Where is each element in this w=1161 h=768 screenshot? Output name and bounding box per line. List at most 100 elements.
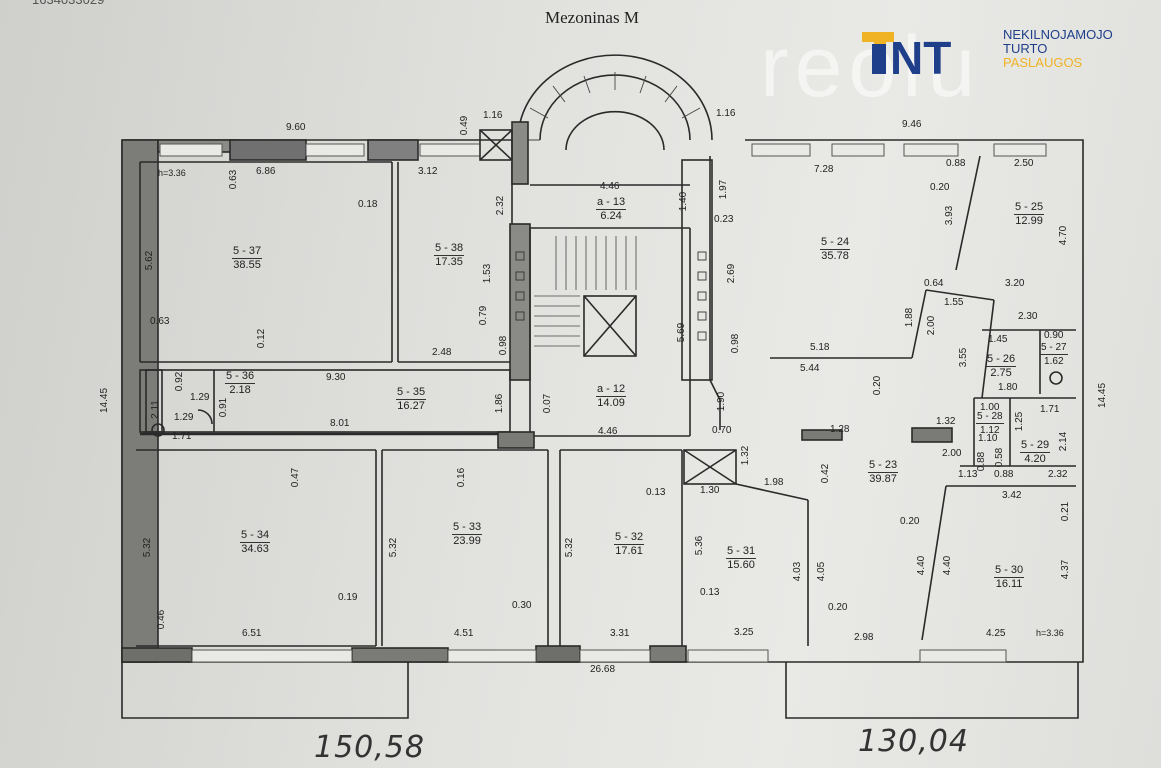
dimension-label: 2.32	[495, 195, 507, 216]
dimension-label: 7.28	[814, 164, 834, 175]
dimension-label: 5.32	[142, 537, 154, 558]
dimension-label: 0.63	[228, 169, 240, 190]
dimension-label: 0.13	[700, 587, 720, 598]
dimension-label: 1.90	[716, 391, 728, 412]
dimension-label: 0.98	[498, 335, 510, 356]
dimension-label: 1.40	[678, 191, 690, 212]
dimension-label: 4.25	[986, 628, 1006, 639]
dimension-label: 0.88	[946, 158, 966, 169]
dimension-label: 2.00	[942, 448, 962, 459]
dimension-label: 14.45	[1097, 382, 1109, 409]
dimension-label: 5.62	[144, 250, 156, 271]
page-title: Mezoninas M	[545, 8, 639, 27]
dimension-label: 0.20	[872, 375, 884, 396]
dimension-label: 1.29	[190, 392, 210, 403]
dimension-label: 1.97	[718, 179, 730, 200]
dimension-label: 1.86	[494, 393, 506, 414]
dimension-label: 4.37	[1060, 559, 1072, 580]
dimension-label: 2.32	[1048, 469, 1068, 480]
dimension-label: 2.69	[726, 263, 738, 284]
dimension-label: 3.93	[944, 205, 956, 226]
dimension-label: 2.11	[149, 400, 161, 419]
dimension-label: 3.55	[958, 347, 970, 368]
dimension-label: 1.71	[1040, 404, 1060, 415]
dimension-label: 4.03	[792, 561, 804, 582]
dimension-label: 0.98	[730, 333, 742, 354]
dimension-label: 2.00	[926, 315, 938, 336]
dimension-label: 4.05	[816, 561, 828, 582]
dimension-label: 2.48	[432, 347, 452, 358]
dimension-label: 26.68	[590, 664, 616, 675]
dimension-label: 1.55	[944, 297, 964, 308]
dimension-label: 9.46	[902, 119, 922, 130]
dimension-label: 1.28	[830, 424, 850, 435]
dimension-label: 5.32	[564, 537, 576, 558]
dimension-label: 4.51	[454, 628, 474, 639]
dimension-label: 5.36	[694, 535, 706, 556]
dimension-label: 6.86	[256, 166, 276, 177]
dimension-label: 1.13	[958, 469, 978, 480]
dimension-label: 0.20	[828, 602, 848, 613]
dimension-label: 0.90	[1044, 330, 1064, 341]
dimension-label: 4.46	[600, 181, 620, 192]
dimension-label: 2.30	[1018, 311, 1038, 322]
dimension-label: 0.49	[459, 115, 471, 136]
dimension-label: 8.01	[330, 418, 350, 429]
dimension-label: 1.32	[740, 445, 752, 466]
dimension-label: 0.47	[290, 467, 302, 488]
dimension-label: 4.70	[1058, 225, 1070, 246]
dimension-label: 1.32	[936, 416, 956, 427]
dimension-label: 9.30	[326, 372, 346, 383]
dimension-label: 5.44	[800, 363, 820, 374]
dimension-label: 0.46	[156, 609, 168, 630]
dimension-label: 0.70	[712, 425, 732, 436]
dimension-label: 1.29	[174, 412, 194, 423]
dimension-label: 2.50	[1014, 158, 1034, 169]
dimension-label: 0.07	[542, 393, 554, 414]
dimension-label: 1.30	[700, 485, 720, 496]
dimension-label: 1.80	[998, 382, 1018, 393]
dimension-label: 1.25	[1014, 411, 1026, 432]
dimension-label: 0.42	[820, 463, 832, 484]
dimension-label: 2.98	[854, 632, 874, 643]
dimension-label: 2.14	[1058, 431, 1070, 452]
dimension-label: 0.92	[174, 371, 186, 392]
dimension-label: 3.20	[1005, 278, 1025, 289]
brand-line-3: PASLAUGOS	[1003, 55, 1083, 70]
handwritten-total-right: 130,04	[858, 724, 969, 759]
dimension-label: 1.00	[980, 402, 1000, 413]
dimension-label: 3.42	[1002, 490, 1022, 501]
brand-text: NEKILNOJAMOJO TURTO PASLAUGOS	[1003, 28, 1113, 70]
dimension-label: 5.18	[810, 342, 830, 353]
dimension-label: 1.71	[172, 431, 192, 442]
dimension-label: h=3.36	[1036, 628, 1064, 638]
brand-line-1: NEKILNOJAMOJO	[1003, 27, 1113, 42]
dimension-label: 3.31	[610, 628, 630, 639]
brand-line-2: TURTO	[1003, 41, 1048, 56]
dimension-label: 4.40	[942, 555, 954, 576]
dimension-label: 0.13	[646, 487, 666, 498]
dimension-label: 0.16	[456, 467, 468, 488]
brand-mark: NT	[890, 32, 951, 82]
dimension-label: 6.51	[242, 628, 262, 639]
dimension-label: 0.23	[714, 214, 734, 225]
dimension-label: 1.45	[988, 334, 1008, 345]
dimension-label: 14.45	[99, 387, 111, 414]
dimension-label: 1.53	[482, 263, 494, 284]
